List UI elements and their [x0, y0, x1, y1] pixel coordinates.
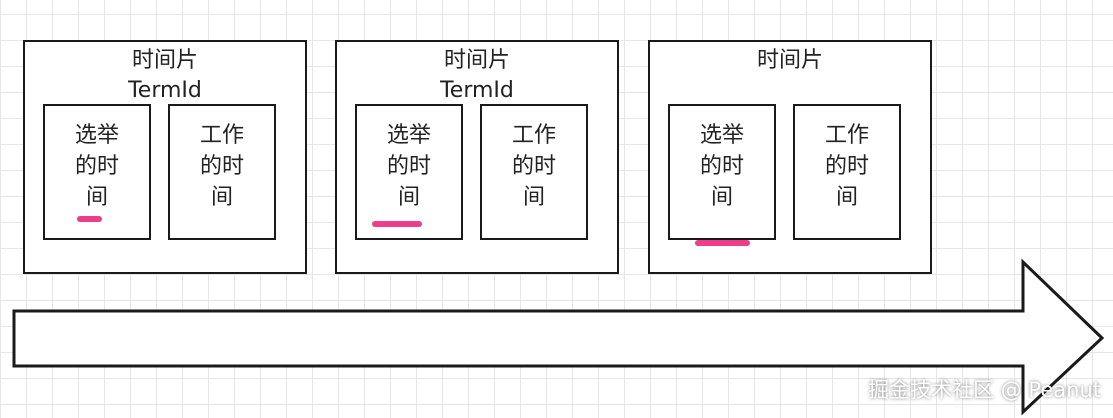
watermark: 掘金技术社区 @ Peanut — [868, 378, 1101, 402]
work-phase-box: 工作 的时 间 — [168, 104, 276, 240]
term-box-3: 时间片 选举 的时 间 工作 的时 间 — [648, 40, 932, 274]
election-phase-label: 选举 的时 间 — [699, 123, 744, 210]
work-phase-box: 工作 的时 间 — [480, 104, 588, 240]
term-header: 时间片 — [650, 46, 930, 76]
work-phase-label: 工作 的时 间 — [199, 123, 244, 210]
work-phase-label: 工作 的时 间 — [824, 123, 869, 210]
term-header: 时间片 TermId — [25, 46, 305, 106]
highlight-mark — [372, 221, 422, 227]
election-phase-label: 选举 的时 间 — [386, 123, 431, 210]
term-id-label: TermId — [128, 78, 202, 103]
term-box-2: 时间片 TermId 选举 的时 间 工作 的时 间 — [335, 40, 619, 274]
term-id-label: TermId — [440, 78, 514, 103]
election-phase-box: 选举 的时 间 — [668, 104, 776, 240]
term-box-1: 时间片 TermId 选举 的时 间 工作 的时 间 — [23, 40, 307, 274]
highlight-mark — [695, 240, 750, 246]
election-phase-box: 选举 的时 间 — [355, 104, 463, 240]
highlight-mark — [77, 216, 102, 222]
term-title: 时间片 — [443, 48, 510, 73]
election-phase-box: 选举 的时 间 — [43, 104, 151, 240]
term-header: 时间片 TermId — [337, 46, 617, 106]
term-title: 时间片 — [131, 48, 198, 73]
work-phase-label: 工作 的时 间 — [511, 123, 556, 210]
term-title: 时间片 — [756, 48, 823, 73]
election-phase-label: 选举 的时 间 — [74, 123, 119, 210]
work-phase-box: 工作 的时 间 — [793, 104, 901, 240]
